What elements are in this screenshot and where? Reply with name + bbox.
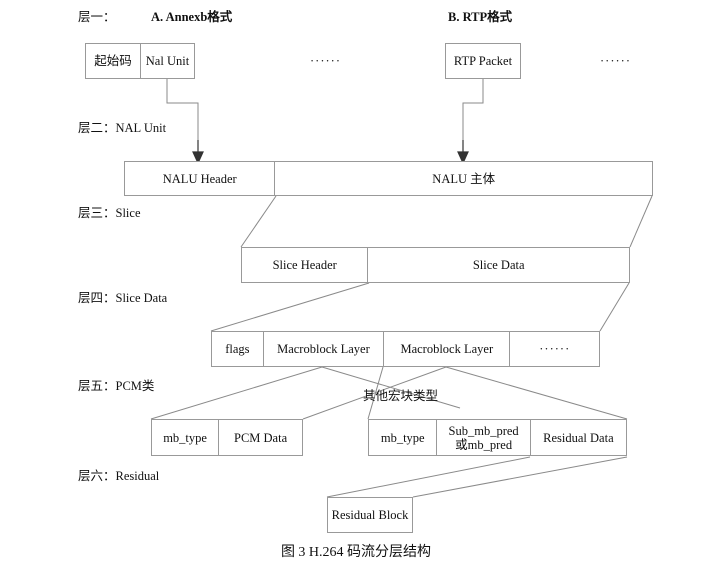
slice-cell-data[interactable]: Slice Data <box>367 248 629 282</box>
slice-data-cell-ellipsis: ······ <box>509 332 599 366</box>
connector-nalubody-right <box>629 195 653 248</box>
residual-cell-block[interactable]: Residual Block <box>331 508 409 522</box>
rtp-packet-row: RTP Packet <box>445 43 521 79</box>
connector-nalubody-left <box>240 195 277 248</box>
pcm-cell-mb-type[interactable]: mb_type <box>163 430 207 445</box>
other-macroblock-row: mb_type Sub_mb_pred 或mb_pred Residual Da… <box>368 419 627 456</box>
figure-caption: 图 3 H.264 码流分层结构 <box>280 545 432 560</box>
other-macroblock-type-note: 其他宏块类型 <box>363 389 439 403</box>
nalu-cell-body[interactable]: NALU 主体 <box>274 162 652 195</box>
rtp-cell-packet[interactable]: RTP Packet <box>453 54 513 68</box>
pcm-row: mb_type PCM Data <box>151 419 303 456</box>
connector-residual-right <box>412 456 628 498</box>
connector-rtp-to-nalu <box>462 78 484 155</box>
pcm-cell-pcm-data[interactable]: PCM Data <box>218 420 302 455</box>
connector-slicedata-right <box>599 282 630 332</box>
connector-mb2-to-other <box>445 366 628 420</box>
annexb-packet-row: 起始码 Nal Unit <box>85 43 195 79</box>
slice-data-cell-flags[interactable]: flags <box>225 342 250 356</box>
nal-unit-row: NALU Header NALU 主体 <box>124 161 653 196</box>
slice-data-row: flags Macroblock Layer Macroblock Layer … <box>211 331 600 367</box>
other-mb-cell-sub-mb-pred[interactable]: Sub_mb_pred 或mb_pred <box>436 420 529 455</box>
layer-label-4: 层四：Slice Data <box>78 291 168 305</box>
other-mb-cell-sub-mb-pred-line2: 或mb_pred <box>455 437 513 452</box>
other-mb-cell-residual-data[interactable]: Residual Data <box>529 420 626 455</box>
layer-label-5: 层五：PCM类 <box>78 379 155 393</box>
connector-nalunit-to-nalu <box>166 78 199 155</box>
connector-residual-left <box>326 456 531 498</box>
other-mb-cell-mb-type[interactable]: mb_type <box>380 430 425 445</box>
layer-label-3: 层三：Slice <box>78 206 141 220</box>
layer-label-1: 层一： <box>78 10 116 24</box>
connector-mb1-to-pcm <box>150 366 323 420</box>
annexb-format-title: A. Annexb格式 <box>151 10 233 24</box>
residual-row: Residual Block <box>327 497 413 533</box>
annexb-ellipsis: ······ <box>310 54 341 68</box>
annexb-cell-start-code[interactable]: 起始码 <box>94 54 132 68</box>
connector-slicedata-left <box>210 282 370 332</box>
other-mb-cell-sub-mb-pred-line1: Sub_mb_pred <box>448 423 519 438</box>
rtp-ellipsis: ······ <box>600 54 631 68</box>
layer-label-6: 层六：Residual <box>78 469 160 483</box>
layer-label-2: 层二：NAL Unit <box>78 121 167 135</box>
nalu-cell-header[interactable]: NALU Header <box>162 171 237 186</box>
slice-data-cell-macroblock-layer-1[interactable]: Macroblock Layer <box>262 332 383 366</box>
rtp-format-title: B. RTP格式 <box>448 10 513 24</box>
annexb-cell-nal-unit[interactable]: Nal Unit <box>139 44 194 78</box>
slice-cell-header[interactable]: Slice Header <box>272 258 337 272</box>
slice-row: Slice Header Slice Data <box>241 247 630 283</box>
slice-data-cell-macroblock-layer-2[interactable]: Macroblock Layer <box>383 332 509 366</box>
